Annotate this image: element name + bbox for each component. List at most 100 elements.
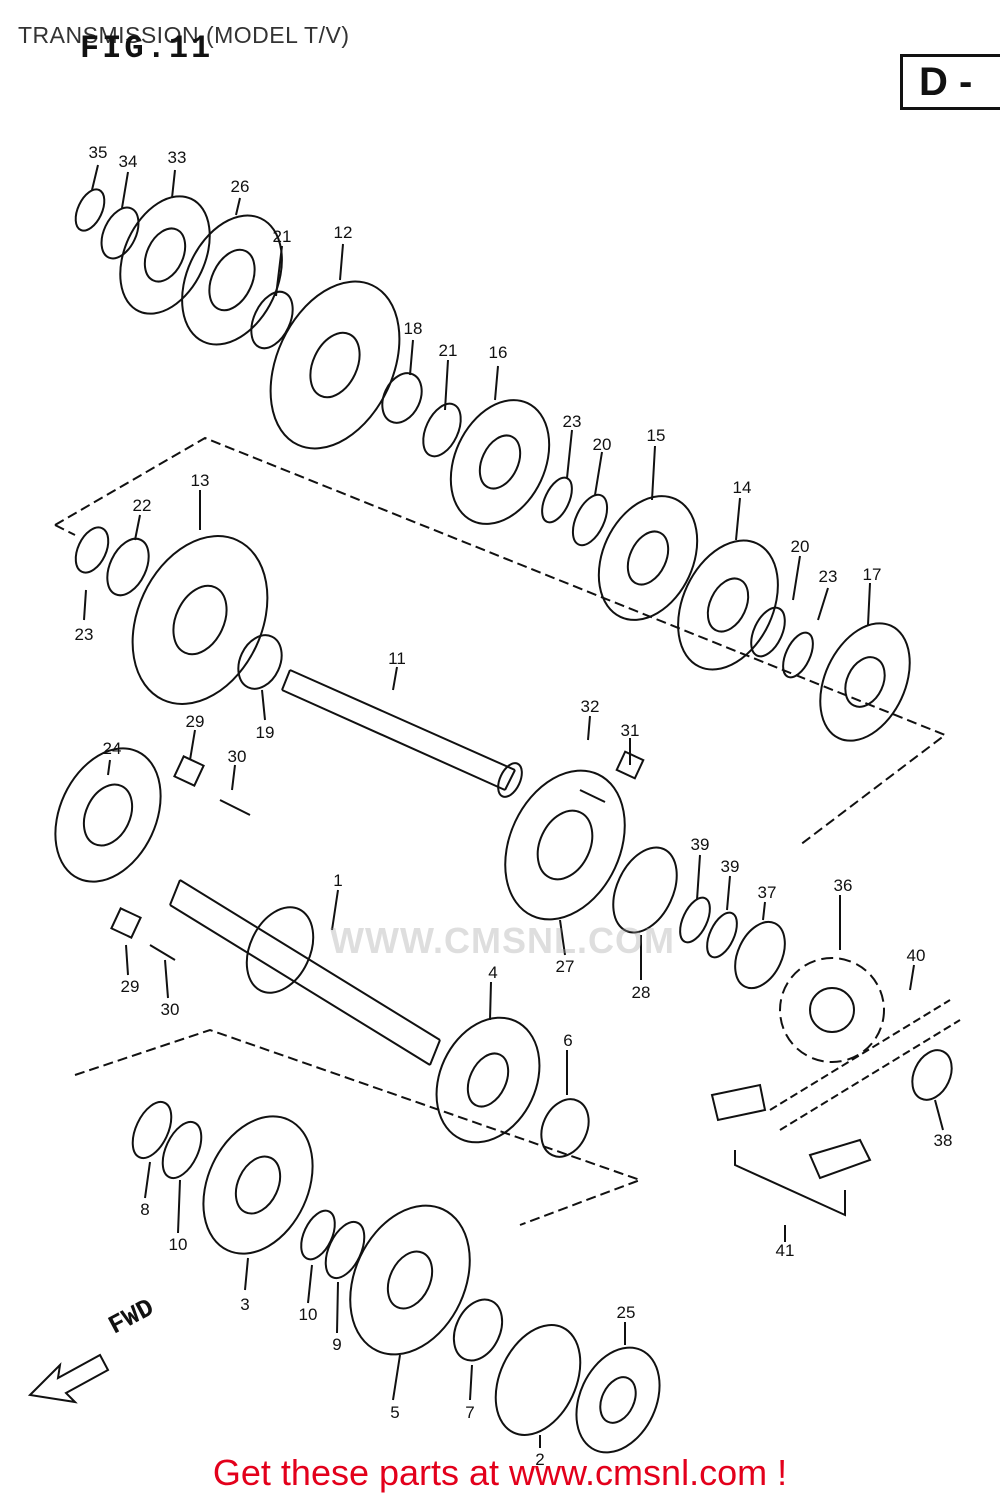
gear-icon — [202, 1115, 314, 1255]
washer-icon — [250, 290, 294, 350]
part-label: 29 — [121, 977, 140, 996]
part-label: 36 — [834, 876, 853, 895]
circlip-icon — [541, 476, 573, 524]
part-label: 8 — [140, 1200, 149, 1219]
part-label: 32 — [581, 697, 600, 716]
part-label: 16 — [489, 343, 508, 362]
part-label: 40 — [907, 946, 926, 965]
sprocket-icon — [779, 957, 885, 1063]
part-label: 21 — [439, 341, 458, 360]
part-label: 33 — [168, 148, 187, 167]
gear-icon — [819, 622, 911, 742]
washer-icon — [750, 606, 786, 658]
part-label: 28 — [632, 983, 651, 1002]
bearing-retainer-icon — [173, 755, 205, 787]
part-label: 39 — [721, 857, 740, 876]
drive-chain-icon — [769, 999, 961, 1131]
part-label: 1 — [333, 871, 342, 890]
gear-icon — [349, 1204, 471, 1356]
cta-link[interactable]: Get these parts at www.cmsnl.com ! — [212, 1452, 788, 1493]
part-label: 5 — [390, 1403, 399, 1422]
washer-icon — [422, 402, 462, 458]
page-title: TRANSMISSION (MODEL T/V) — [18, 22, 350, 48]
spacer-icon — [734, 920, 786, 990]
part-label: 38 — [934, 1131, 953, 1150]
countershaft-group-outline — [54, 436, 948, 846]
part-label: 25 — [617, 1303, 636, 1322]
circlip-icon — [74, 526, 110, 574]
part-label: 4 — [488, 963, 497, 982]
part-label: 30 — [228, 747, 247, 766]
washer-icon — [571, 493, 609, 547]
gear-icon — [131, 535, 269, 705]
gear-icon — [597, 495, 699, 621]
part-label: 23 — [819, 567, 838, 586]
part-label: 20 — [791, 537, 810, 556]
part-number-labels: 35 34 33 26 21 12 18 21 16 23 20 15 14 2… — [75, 143, 953, 1469]
part-label: 31 — [621, 721, 640, 740]
part-label: 18 — [404, 319, 423, 338]
gear-icon — [677, 539, 779, 671]
part-label: 15 — [647, 426, 666, 445]
section-badge: D - — [900, 54, 1000, 110]
part-label: 11 — [388, 649, 406, 668]
circlip-icon — [782, 631, 814, 679]
part-label: 29 — [186, 712, 205, 731]
part-label: 21 — [273, 227, 292, 246]
bearing-icon — [181, 214, 283, 346]
bushing-icon — [452, 1298, 504, 1362]
bearing-retainer-icon — [110, 907, 142, 939]
bushing-icon — [237, 634, 283, 690]
part-label: 35 — [89, 143, 108, 162]
part-label: 23 — [563, 412, 582, 431]
master-link-icon — [808, 1138, 872, 1180]
gear-icon — [449, 399, 551, 525]
part-label: 6 — [563, 1031, 572, 1050]
part-label: 20 — [593, 435, 612, 454]
part-label: 17 — [863, 565, 882, 584]
gear-icon — [435, 1016, 541, 1144]
part-label: 13 — [191, 471, 210, 490]
countershaft-icon — [281, 669, 516, 791]
driveshaft-icon — [169, 879, 441, 1066]
part-label: 7 — [465, 1403, 474, 1422]
part-label: 22 — [133, 496, 152, 515]
part-label: 39 — [691, 835, 710, 854]
part-label: 41 — [776, 1241, 795, 1260]
washer-icon — [100, 206, 140, 260]
bearing-icon — [54, 747, 162, 883]
part-label: 30 — [161, 1000, 180, 1019]
chain-guide-icon — [911, 1049, 953, 1101]
part-label: 23 — [75, 625, 94, 644]
part-label: 10 — [299, 1305, 318, 1324]
part-label: 27 — [556, 957, 575, 976]
oil-seal-icon — [612, 846, 678, 934]
part-label: 12 — [334, 223, 353, 242]
screw-icon — [579, 789, 606, 803]
figure-title: FIG.11 — [80, 30, 214, 67]
part-label: 26 — [231, 177, 250, 196]
master-link-icon — [710, 1083, 767, 1122]
part-label: 10 — [169, 1235, 188, 1254]
gear-icon — [494, 1324, 582, 1436]
screw-icon — [149, 799, 251, 961]
part-label: 19 — [256, 723, 275, 742]
driveshaft-group-outline — [74, 1028, 643, 1226]
part-label: 9 — [332, 1335, 341, 1354]
o-ring-icon — [679, 896, 711, 944]
part-label: 2 — [535, 1450, 544, 1469]
bearing-retainer-icon — [615, 750, 645, 780]
part-label: 34 — [119, 152, 138, 171]
part-label: 14 — [733, 478, 752, 497]
bearing-icon — [504, 769, 626, 921]
fwd-arrow-icon — [27, 1353, 110, 1404]
bushing-icon — [381, 372, 423, 424]
bearing-icon — [575, 1346, 661, 1454]
watermark: WWW.CMSNL.COM — [330, 920, 675, 961]
circlip-icon — [74, 188, 106, 232]
gear-icon — [119, 195, 211, 315]
bushing-icon — [540, 1098, 590, 1158]
washer-icon — [106, 537, 150, 597]
circlip-icon — [131, 1100, 173, 1160]
